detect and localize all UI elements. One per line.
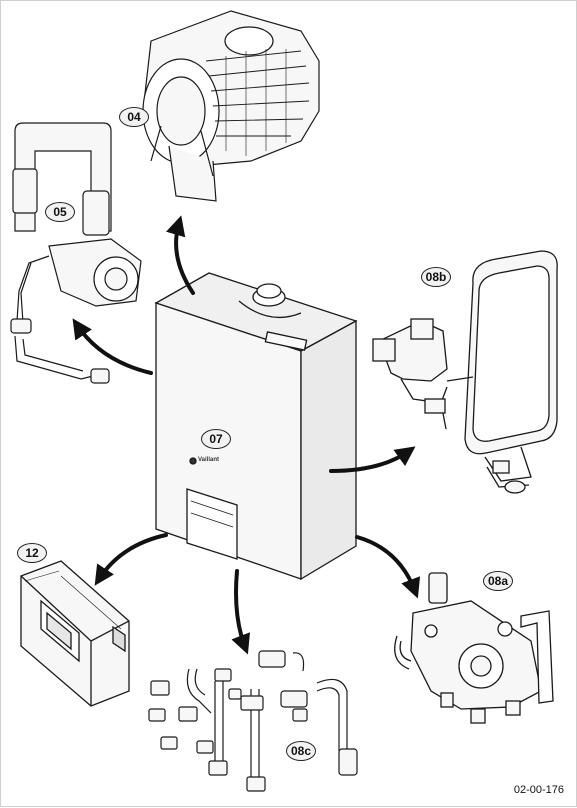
boiler-casing-part xyxy=(154,272,358,581)
arrow-to-control-box xyxy=(94,533,168,586)
arrow-to-heat-exchanger xyxy=(166,215,195,295)
arrow-to-fan-assembly xyxy=(72,318,153,375)
label-05: 05 xyxy=(45,202,75,222)
document-code: 02-00-176 xyxy=(513,784,564,796)
expansion-vessel-part xyxy=(372,250,558,494)
label-08a: 08a xyxy=(483,571,513,591)
label-12: 12 xyxy=(17,543,47,563)
fan-assembly-part xyxy=(10,122,142,384)
label-04: 04 xyxy=(119,107,149,127)
hydraulic-block-part xyxy=(394,572,554,724)
label-08c: 08c xyxy=(286,741,316,761)
arrow-to-expansion-vessel xyxy=(329,446,416,473)
heat-exchanger-part xyxy=(142,10,320,202)
arrow-to-connection-fittings xyxy=(231,569,250,655)
connection-fittings-part xyxy=(148,650,358,792)
boiler-brand-logo: Vaillant xyxy=(198,457,220,463)
arrows xyxy=(72,215,421,655)
control-box-part xyxy=(20,560,130,707)
label-08b: 08b xyxy=(421,267,451,287)
arrow-to-hydraulic-block xyxy=(355,535,421,599)
label-07: 07 xyxy=(201,429,231,449)
